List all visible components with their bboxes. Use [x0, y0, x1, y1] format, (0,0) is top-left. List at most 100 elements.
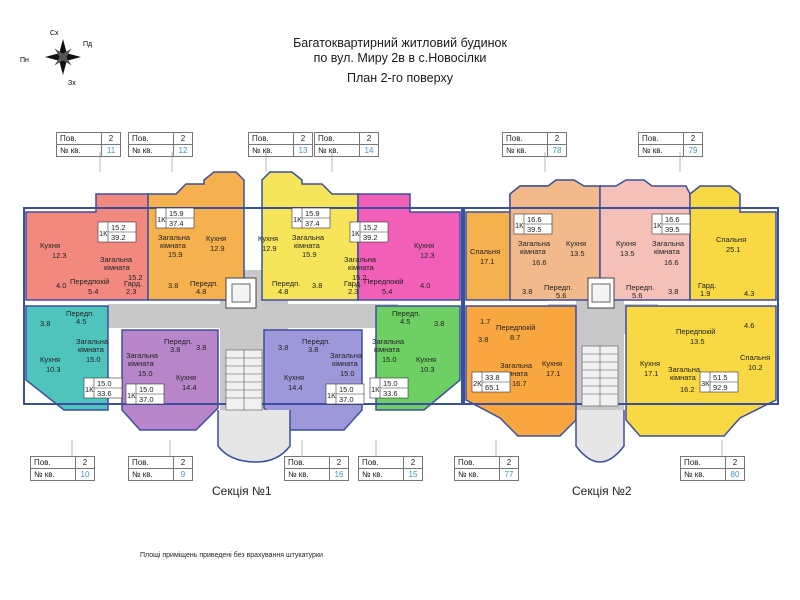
a77-area-total: 65.1 — [485, 383, 500, 392]
apt-tag-77: Пов.2 № кв.77 — [454, 456, 519, 481]
a78-hall-label: Передп. — [544, 283, 572, 292]
a15-type: 1К — [371, 385, 380, 394]
a11-ward-label: Гард. — [124, 279, 142, 288]
a12-hall-area: 4.8 — [196, 287, 206, 296]
a16-kitchen-label: Кухня — [284, 373, 304, 382]
section-2-label: Секція №2 — [572, 484, 632, 498]
a80-bed-area: 10.2 — [748, 363, 763, 372]
a80-living-area: 16.2 — [680, 385, 695, 394]
a9-area-total: 37.0 — [139, 395, 154, 404]
a12-area-total: 37.4 — [169, 219, 184, 228]
title-line-3: План 2-го поверху — [347, 71, 453, 85]
a80-kitchen-area: 17.1 — [644, 369, 659, 378]
a12-living-area: 15.9 — [168, 250, 183, 259]
a13-living-area: 15.9 — [302, 250, 317, 259]
a11-living-label-b: кімната — [104, 263, 131, 272]
a14-ward-label: Гард. — [344, 279, 362, 288]
a15-bath-area: 3.8 — [434, 319, 444, 328]
a9-living-area: 15.0 — [138, 369, 153, 378]
a9-living-label-b: кімната — [128, 359, 155, 368]
a78-area-total: 39.5 — [527, 225, 542, 234]
a80-living-label-b: кімната — [670, 373, 697, 382]
a11-bath-area: 4.0 — [56, 281, 66, 290]
apt-tag-13: Пов.2 № кв.13 — [248, 132, 313, 157]
a11-type: 1К — [99, 229, 108, 238]
a9-living-label-a: Загальна — [126, 351, 159, 360]
a16-living-label-a: Загальна — [330, 351, 363, 360]
a80-bed-label: Спальня — [740, 353, 770, 362]
a9-kitchen-label: Кухня — [176, 373, 196, 382]
a13-type: 1К — [293, 215, 302, 224]
a12-hall-label: Передп. — [190, 279, 218, 288]
apt-tag-9: Пов.2 № кв.9 — [128, 456, 193, 481]
a9-bath-area: 3.8 — [196, 343, 206, 352]
a79-area-total: 39.5 — [665, 225, 680, 234]
a80-hall-label: Передпокій — [676, 327, 716, 336]
compass-west: Пн — [20, 57, 29, 64]
a13-kitchen-label: Кухня — [258, 234, 278, 243]
a15-hall-area: 4.5 — [400, 317, 410, 326]
a11-area-total: 39.2 — [111, 233, 126, 242]
a13-living-label-a: Загальна — [292, 233, 325, 242]
a12-kitchen-label: Кухня — [206, 234, 226, 243]
a14-hall-label: Передпокій — [364, 277, 404, 286]
a15-living-label-a: Загальна — [372, 337, 405, 346]
apt-tag-10: Пов.2 № кв.10 — [30, 456, 95, 481]
a10-hall-area: 4.5 — [76, 317, 86, 326]
a77-bath2-area: 3.8 — [478, 335, 488, 344]
a79-living-label-b: кімната — [654, 247, 681, 256]
a77-living-label-a: Загальна — [500, 361, 533, 370]
a10-kitchen-label: Кухня — [40, 355, 60, 364]
a78-bath-area: 3.8 — [522, 287, 532, 296]
a13-bath-area: 3.8 — [312, 281, 322, 290]
a14-kitchen-label: Кухня — [414, 241, 434, 250]
a13-hall-area: 4.8 — [278, 287, 288, 296]
a78-bed-label: Спальня — [470, 247, 500, 256]
apt-tag-79: Пов.2 № кв.79 — [638, 132, 703, 157]
a78-bed-area: 17.1 — [480, 257, 495, 266]
a13-hall-label: Передп. — [272, 279, 300, 288]
a79-ward-area: 1.9 — [700, 289, 710, 298]
a79-hall-label: Передп. — [626, 283, 654, 292]
a77-hall-label: Передпокій — [496, 323, 536, 332]
a10-bath-area: 3.8 — [40, 319, 50, 328]
a15-kitchen-label: Кухня — [416, 355, 436, 364]
apt-tag-15: Пов.2 № кв.15 — [358, 456, 423, 481]
a10-living-label-b: кімната — [78, 345, 105, 354]
a16-area-total: 37.0 — [339, 395, 354, 404]
apt-tag-80: Пов.2 № кв.80 — [680, 456, 745, 481]
a79-hall-area: 5.6 — [632, 291, 642, 300]
compass-south: Зх — [68, 80, 76, 87]
a9-kitchen-area: 14.4 — [182, 383, 197, 392]
a12-living-label-a: Загальна — [158, 233, 191, 242]
compass-east: Пд — [83, 41, 92, 48]
a78-kitchen-area: 13.5 — [570, 249, 585, 258]
apt-tag-11: Пов.2 № кв.11 — [56, 132, 121, 157]
a12-area-living: 15.9 — [169, 209, 184, 218]
a78-kitchen-label: Кухня — [566, 239, 586, 248]
a79-type: 1К — [653, 221, 662, 230]
a77-kitchen-label: Кухня — [542, 359, 562, 368]
a15-kitchen-area: 10.3 — [420, 365, 435, 374]
a80-kitchen-label: Кухня — [640, 359, 660, 368]
a12-living-label-b: кімната — [160, 241, 187, 250]
a14-bath-area: 4.0 — [420, 281, 430, 290]
title-line-2: по вул. Миру 2в в с.Новосілки — [313, 51, 487, 65]
a10-area-total: 33.6 — [97, 389, 112, 398]
a12-type: 1К — [157, 215, 166, 224]
a13-living-label-b: кімната — [294, 241, 321, 250]
a14-ward-area: 2.3 — [348, 287, 358, 296]
apt-tag-16: Пов.2 № кв.16 — [284, 456, 349, 481]
a78-area-living: 16.6 — [527, 215, 542, 224]
a13-kitchen-area: 12.9 — [262, 244, 277, 253]
a79-living-label-a: Загальна — [652, 239, 685, 248]
a78-living-area: 16.6 — [532, 258, 547, 267]
a77-bath1-area: 1.7 — [480, 317, 490, 326]
a79-bed-area: 25.1 — [726, 245, 741, 254]
a79-kitchen-area: 13.5 — [620, 249, 635, 258]
a79-living-area: 16.6 — [664, 258, 679, 267]
a11-hall-label: Передпокій — [70, 277, 110, 286]
a9-hall-label: Передп. — [164, 337, 192, 346]
apt-tag-12: Пов.2 № кв.12 — [128, 132, 193, 157]
